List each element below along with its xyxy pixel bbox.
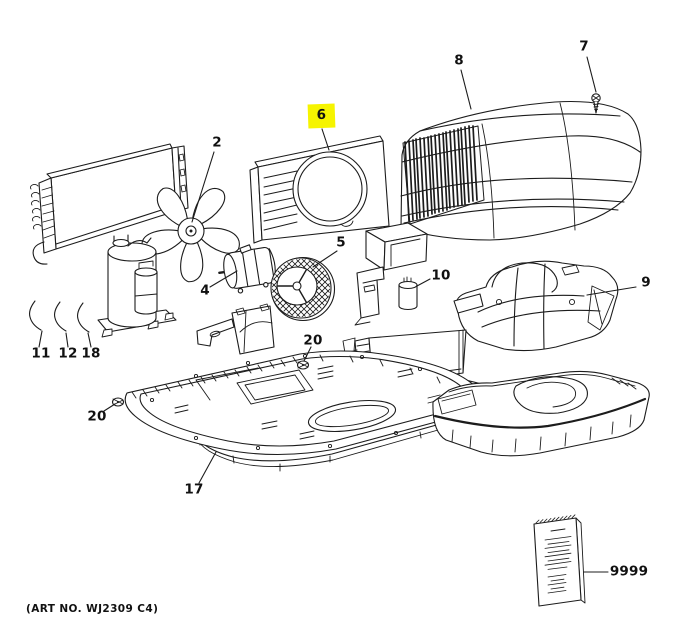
divider-panel xyxy=(250,136,389,243)
condenser-fan-blade xyxy=(139,186,243,285)
mounting-screw xyxy=(592,94,600,113)
art-number: (ART NO. WJ2309 C4) xyxy=(26,603,159,615)
blower-wheel xyxy=(271,216,335,360)
callout-12: 12 xyxy=(58,345,78,362)
base-pan xyxy=(125,351,480,455)
callout-9999: 9999 xyxy=(609,563,649,580)
capacitor xyxy=(399,277,417,310)
control-box xyxy=(355,223,427,325)
compressor xyxy=(98,235,176,337)
callout-17: 17 xyxy=(184,481,204,498)
callout-10: 10 xyxy=(431,267,451,284)
callout-6-highlight: 6 xyxy=(307,103,336,129)
callout-2: 2 xyxy=(212,134,222,151)
mounting-clip xyxy=(298,361,309,369)
callout-20-left: 20 xyxy=(87,408,107,425)
callout-18: 18 xyxy=(81,345,101,362)
callout-5: 5 xyxy=(336,234,346,251)
callout-11: 11 xyxy=(31,345,51,362)
callout-6: 6 xyxy=(316,107,327,124)
foam-evaporator-tray xyxy=(433,371,649,455)
outer-cover xyxy=(401,102,641,241)
callout-20-right: 20 xyxy=(303,332,323,349)
callout-8: 8 xyxy=(454,52,464,69)
refrigerant-tubes xyxy=(30,301,89,332)
fan-motor xyxy=(216,241,279,295)
callout-9: 9 xyxy=(641,274,651,291)
owners-manual xyxy=(534,515,585,606)
callout-7: 7 xyxy=(579,38,589,55)
condenser-coil xyxy=(30,144,188,264)
leader-lines xyxy=(39,57,636,572)
callout-4: 4 xyxy=(200,282,210,299)
blower-housing-assembly xyxy=(454,261,618,350)
support-bracket xyxy=(197,304,274,354)
